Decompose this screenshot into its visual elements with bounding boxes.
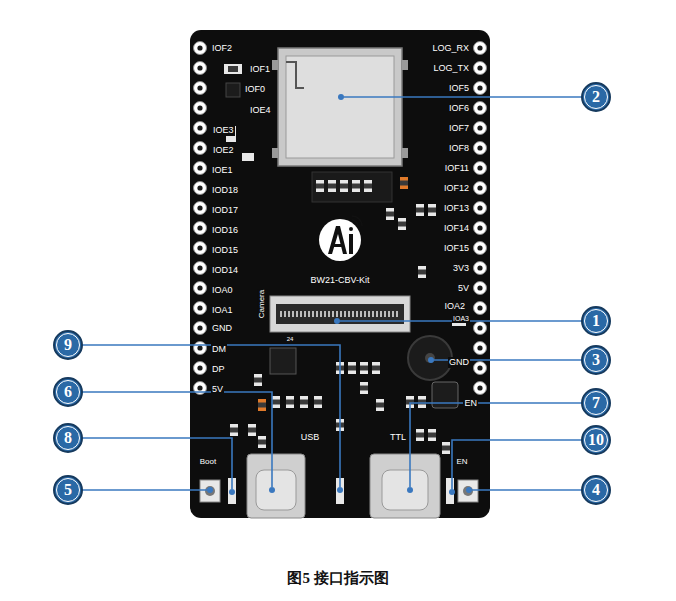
leader-dots	[207, 94, 472, 495]
pin-header-left	[194, 42, 207, 395]
pin-label: IOF15	[443, 243, 470, 254]
pin-label: EN	[463, 398, 478, 409]
usb-c-ports	[247, 454, 440, 518]
pin-label: DM	[211, 344, 227, 355]
pin-label: 5V	[457, 283, 470, 294]
pin-label: IOF7	[448, 123, 470, 134]
pin-label: IOF0	[244, 84, 266, 95]
callout-number: 4	[592, 482, 600, 498]
leader-lines	[82, 97, 582, 490]
silkscreen-label: BW21-CBV-Kit	[309, 275, 370, 286]
callout-number: 8	[64, 430, 72, 446]
pin-label: IOA2	[443, 301, 466, 312]
pin-label: GND	[211, 323, 233, 334]
silkscreen-label: Boot	[199, 457, 217, 467]
pin-label: IOF5	[448, 83, 470, 94]
callout-number: 9	[64, 337, 72, 353]
pin-label: IOA1	[211, 305, 234, 316]
pin-label: IOD17	[211, 205, 239, 216]
callout-number: 6	[64, 384, 72, 400]
pin-label: IOA3	[452, 314, 470, 323]
pin-label: IOF2	[211, 43, 233, 54]
pin-label: IOA0	[211, 285, 234, 296]
callout-number: 10	[588, 432, 604, 448]
silkscreen-label: TTL	[389, 432, 407, 443]
sd-card-slot	[272, 48, 408, 166]
silkscreen-label: 24	[286, 335, 295, 343]
pin-label: IOE2	[212, 145, 235, 156]
callout-number: 7	[592, 395, 600, 411]
pin-label: GND	[448, 357, 470, 368]
callout-number: 3	[592, 352, 600, 368]
pin-label: LOG_TX	[432, 63, 470, 74]
silkscreen-label: Camera	[257, 289, 267, 319]
callout-circles	[54, 83, 610, 504]
pin-label: IOE1	[211, 165, 234, 176]
callout-number: 2	[592, 89, 600, 105]
pin-label: IOF13	[443, 203, 470, 214]
pin-label: DP	[211, 364, 226, 375]
pin-label: IOD16	[211, 225, 239, 236]
pin-header-right	[474, 42, 487, 395]
smd-components	[224, 64, 466, 504]
pin-label: 3V3	[452, 263, 470, 274]
silkscreen-label: USB	[300, 432, 321, 443]
figure-caption: 图5 接口指示图	[287, 571, 388, 586]
pin-label: IOE3	[212, 125, 235, 136]
silkscreen-label: EN	[455, 457, 468, 467]
buzzer	[408, 336, 452, 380]
pin-label: LOG_RX	[431, 43, 470, 54]
pin-label: 5V	[211, 384, 224, 395]
pin-label: IOF6	[448, 103, 470, 114]
pin-label: IOD15	[211, 245, 239, 256]
pin-label: IOF8	[448, 143, 470, 154]
callout-number: 1	[592, 313, 600, 329]
camera-connector	[270, 296, 410, 332]
pin-label: IOD18	[211, 185, 239, 196]
brand-logo	[319, 216, 362, 261]
pin-label: IOF12	[443, 183, 470, 194]
pin-label: IOF11	[444, 163, 470, 174]
pin-label: IOF14	[443, 223, 470, 234]
pin-label: IOE4	[249, 105, 272, 116]
pin-label: IOF1	[249, 64, 271, 75]
pin-label: IOD14	[211, 265, 239, 276]
callout-number: 5	[64, 482, 72, 498]
push-buttons	[200, 480, 478, 502]
